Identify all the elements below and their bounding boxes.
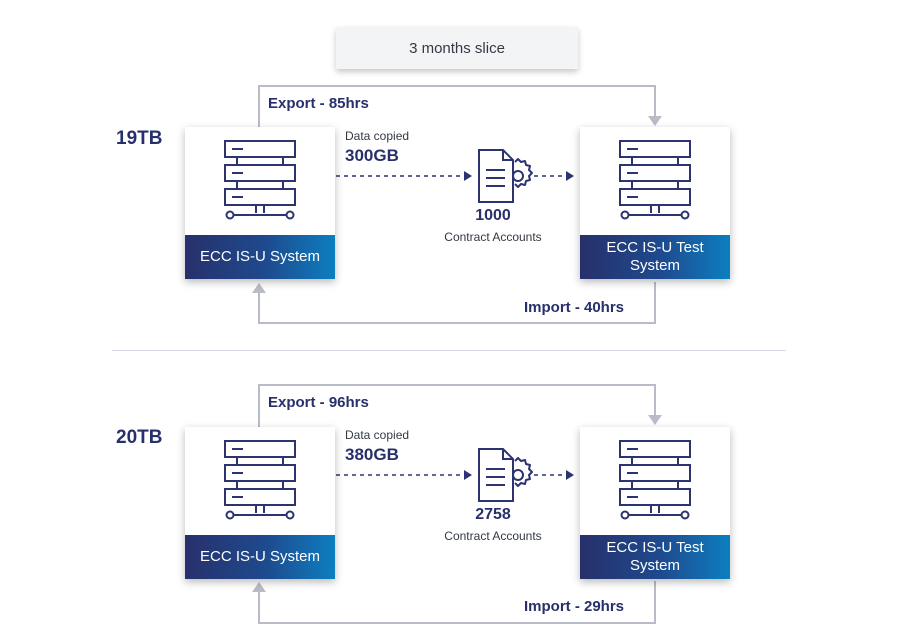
target-system-label: ECC IS-U Test System — [580, 535, 730, 579]
slice-label-box: 3 months slice — [336, 27, 578, 69]
source-system-card: ECC IS-U System — [185, 127, 335, 279]
data-copied-size: 300GB — [345, 146, 399, 165]
accounts-count: 2758 — [475, 506, 511, 523]
target-system-card: ECC IS-U Test System — [580, 127, 730, 279]
section-divider — [112, 350, 786, 351]
server-icon — [619, 440, 691, 520]
server-icon — [619, 140, 691, 220]
target-system-label: ECC IS-U Test System — [580, 235, 730, 279]
import-label: Import - 40hrs — [524, 299, 625, 316]
source-system-label: ECC IS-U System — [185, 235, 335, 279]
document-gear-icon — [478, 149, 533, 203]
source-system-label: ECC IS-U System — [185, 535, 335, 579]
source-system-card: ECC IS-U System — [185, 427, 335, 579]
server-icon — [224, 140, 296, 220]
server-icon — [224, 440, 296, 520]
accounts-count: 1000 — [475, 207, 511, 224]
data-copied-size: 380GB — [345, 445, 399, 464]
import-label: Import - 29hrs — [524, 598, 625, 615]
export-label: Export - 96hrs — [268, 394, 369, 411]
database-size: 19TB — [116, 128, 163, 149]
export-label: Export - 85hrs — [268, 95, 369, 112]
data-copied-label: Data copied — [345, 428, 410, 442]
target-system-card: ECC IS-U Test System — [580, 427, 730, 579]
document-gear-icon — [478, 448, 533, 502]
accounts-label: Contract Accounts — [444, 529, 542, 543]
database-size: 20TB — [116, 427, 163, 448]
slice-label: 3 months slice — [409, 39, 505, 57]
accounts-label: Contract Accounts — [444, 230, 542, 244]
data-copied-label: Data copied — [345, 129, 410, 143]
